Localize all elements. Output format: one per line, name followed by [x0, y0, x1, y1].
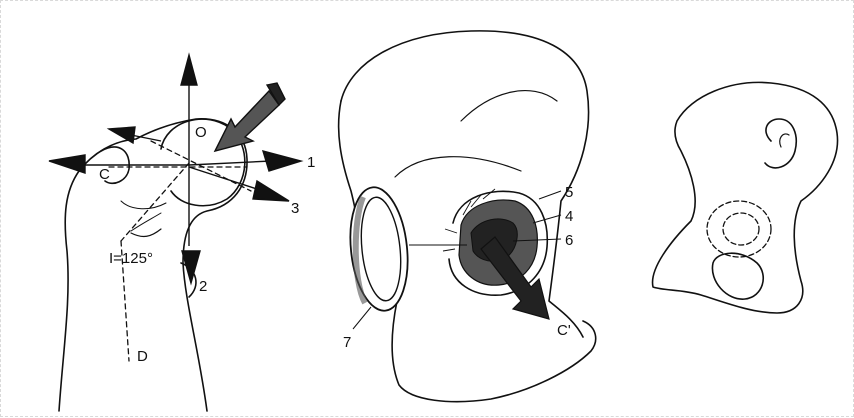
wing-ridge: [461, 91, 557, 121]
joint-force-arrow-icon: [215, 91, 279, 151]
label-1: 1: [307, 154, 315, 171]
label-3: 3: [291, 200, 299, 217]
label-2: 2: [199, 278, 207, 295]
angle-arc: [131, 229, 161, 236]
label-d: D: [137, 348, 148, 365]
label-c: C: [99, 166, 110, 183]
femur-outline: [59, 119, 247, 411]
wing-ridge-2: [395, 157, 521, 177]
lower-foramen: [712, 253, 763, 299]
labrum-ring: [345, 184, 414, 313]
label-c-prime: C': [557, 322, 571, 339]
ischium-outline: [392, 301, 596, 402]
upper-foramen: [765, 119, 796, 168]
arrow-right-3-icon: [253, 181, 289, 201]
arrow-left-icon: [49, 155, 85, 173]
bone-outline: [653, 82, 838, 313]
dashed-acetabulum: [707, 201, 771, 257]
label-6: 6: [565, 232, 573, 249]
arrow-right-1-icon: [263, 151, 301, 171]
innominate-outline-diagram: [653, 82, 838, 313]
label-4: 4: [565, 208, 573, 225]
label-angle: I=125°: [109, 250, 153, 267]
femur-diagram: [59, 119, 251, 411]
upper-foramen-inner: [780, 134, 789, 147]
label-5: 5: [565, 184, 573, 201]
femur-force-arrows: [49, 55, 301, 283]
label-7: 7: [343, 334, 351, 351]
neck-shading: [121, 201, 166, 231]
arrow-up-icon: [181, 55, 197, 85]
label-o: O: [195, 124, 207, 141]
